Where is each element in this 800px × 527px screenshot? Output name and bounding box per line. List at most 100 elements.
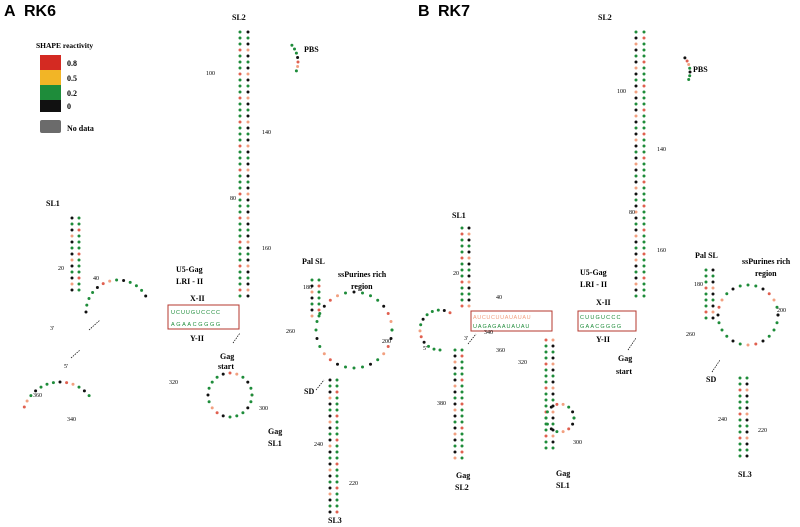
nucleotide-mark xyxy=(634,48,638,52)
nucleotide-mark xyxy=(460,256,464,260)
nucleotide-mark xyxy=(310,290,314,294)
nucleotide-mark xyxy=(544,446,548,450)
nucleotide-mark xyxy=(544,440,548,444)
nucleotide-mark xyxy=(467,286,471,290)
nucleotide-mark xyxy=(551,416,555,420)
label-a-5prime: 5' xyxy=(64,364,68,370)
nucleotide-mark xyxy=(544,356,548,360)
panel-a: A RK6 SHAPE reactivity 0.8 0.5 0.2 0 No … xyxy=(4,3,394,525)
nucleotide-mark xyxy=(215,375,219,379)
nucleotide-mark xyxy=(725,292,729,296)
nucleotide-mark xyxy=(634,138,638,142)
label-a-gag-start-2: start xyxy=(218,362,234,371)
nucleotide-mark xyxy=(551,350,555,354)
nucleotide-mark xyxy=(460,250,464,254)
nucleotide-mark xyxy=(246,246,250,250)
label-a-u5gag: U5-Gag xyxy=(176,265,203,274)
nucleotide-mark xyxy=(335,438,339,442)
nucleotide-mark xyxy=(335,504,339,508)
nucleotide-mark xyxy=(246,96,250,100)
nucleotide-mark xyxy=(642,30,646,34)
nucleotide-mark xyxy=(460,384,464,388)
nucleotide-mark xyxy=(745,454,749,458)
nucleotide-mark xyxy=(634,186,638,190)
nucleotide-mark xyxy=(544,374,548,378)
nucleotide-mark xyxy=(545,410,549,414)
nucleotide-mark xyxy=(238,186,242,190)
num-a-160: 160 xyxy=(262,246,271,252)
nucleotide-mark xyxy=(335,450,339,454)
nucleotide-mark xyxy=(460,426,464,430)
legend-swatch-0 xyxy=(40,55,61,70)
nucleotide-mark xyxy=(642,36,646,40)
nucleotide-mark xyxy=(70,246,74,250)
nucleotide-mark xyxy=(551,392,555,396)
num-a-20: 20 xyxy=(58,266,64,272)
nucleotide-mark xyxy=(328,480,332,484)
nucleotide-mark xyxy=(238,138,242,142)
nucleotide-mark xyxy=(58,380,62,384)
nucleotide-mark xyxy=(238,156,242,160)
nucleotide-mark xyxy=(238,84,242,88)
nucleotide-mark xyxy=(687,78,691,81)
nucleotide-mark xyxy=(634,96,638,100)
nucleotide-mark xyxy=(738,388,742,392)
label-a-gagsl1-2: SL1 xyxy=(268,439,282,448)
nucleotide-mark xyxy=(642,282,646,286)
nucleotide-mark xyxy=(235,414,239,418)
nucleotide-mark xyxy=(246,264,250,268)
nucleotide-mark xyxy=(745,424,749,428)
nucleotide-mark xyxy=(296,60,300,64)
nucleotide-mark xyxy=(460,438,464,442)
label-a-sl1: SL1 xyxy=(46,199,60,208)
num-b-20: 20 xyxy=(453,271,459,277)
nucleotide-mark xyxy=(238,96,242,100)
nucleotide-mark xyxy=(335,474,339,478)
nucleotide-mark xyxy=(77,276,81,280)
nucleotide-mark xyxy=(70,240,74,244)
nucleotide-mark xyxy=(716,313,720,317)
nucleotide-mark xyxy=(460,402,464,406)
nucleotide-mark xyxy=(246,282,250,286)
num-b-140: 140 xyxy=(657,147,666,153)
nucleotide-mark xyxy=(246,66,250,70)
nucleotide-mark xyxy=(453,354,457,358)
nucleotide-mark xyxy=(246,406,250,410)
nucleotide-mark xyxy=(776,313,780,317)
nucleotide-mark xyxy=(738,442,742,446)
nucleotide-mark xyxy=(65,381,69,385)
box-b1-top-seq: AUCUCUUAUAUAU xyxy=(473,315,531,321)
nucleotide-mark xyxy=(238,180,242,184)
nucleotide-mark xyxy=(720,298,724,302)
nucleotide-mark xyxy=(453,348,457,352)
nucleotide-mark xyxy=(294,69,298,73)
nucleotide-mark xyxy=(122,279,126,282)
nucleotide-mark xyxy=(767,334,771,338)
label-a-xii: X-II xyxy=(190,294,205,303)
nucleotide-mark xyxy=(293,47,296,51)
nucleotide-mark xyxy=(634,288,638,292)
nucleotide-mark xyxy=(328,390,332,394)
nucleotide-mark xyxy=(328,438,332,442)
arrow-a-gagstart xyxy=(232,332,241,344)
nucleotide-mark xyxy=(310,284,314,288)
nucleotide-mark xyxy=(460,286,464,290)
nucleotide-mark xyxy=(421,317,425,321)
nucleotide-mark xyxy=(544,416,548,420)
nucleotide-mark xyxy=(544,380,548,384)
nucleotide-mark xyxy=(328,378,332,382)
nucleotide-mark xyxy=(238,78,242,82)
label-b-5prime: 5' xyxy=(423,346,427,352)
nucleotide-mark xyxy=(745,448,749,452)
nucleotide-mark xyxy=(704,292,708,296)
nucleotide-mark xyxy=(328,414,332,418)
arrow-b-3prime xyxy=(467,333,477,345)
nucleotide-mark xyxy=(453,456,457,460)
nucleotide-mark xyxy=(418,329,422,333)
nucleotide-mark xyxy=(246,102,250,106)
nucleotide-mark xyxy=(317,308,321,312)
nucleotide-mark xyxy=(551,338,555,342)
nucleotide-mark xyxy=(87,394,91,398)
nucleotide-mark xyxy=(238,192,242,196)
nucleotide-mark xyxy=(328,426,332,430)
